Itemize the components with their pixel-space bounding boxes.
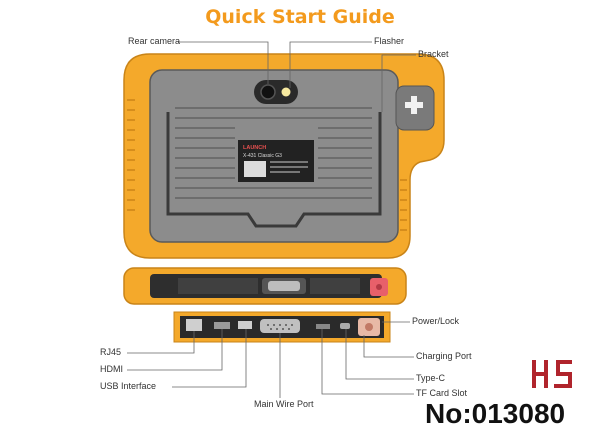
label-usb-interface: USB Interface — [100, 381, 157, 391]
hdmi-port — [214, 322, 230, 329]
main-wire-port-top — [268, 281, 300, 291]
label-type-c: Type-C — [416, 373, 446, 383]
label-brand: LAUNCH — [243, 145, 266, 151]
bracket — [166, 112, 382, 228]
plus-icon — [405, 96, 423, 114]
rear-camera-lens — [260, 84, 276, 100]
watermark-number: No:013080 — [425, 398, 566, 429]
device-top-edge-view — [123, 267, 407, 305]
leader-lines — [127, 41, 416, 398]
label-charging-port: Charging Port — [416, 351, 472, 361]
page-title: Quick Start Guide — [205, 6, 395, 28]
hs-logo — [532, 360, 572, 388]
label-hdmi: HDMI — [100, 364, 123, 374]
device-port-edge-view — [173, 311, 391, 343]
tf-card-slot — [316, 324, 330, 329]
type-c-port — [340, 323, 350, 329]
label-power-lock: Power/Lock — [412, 316, 460, 326]
device-rear-view: LAUNCH X-431 Classic G3 — [123, 53, 445, 259]
label-flasher: Flasher — [374, 36, 405, 46]
label-rj45: RJ45 — [100, 347, 122, 357]
label-rear-camera: Rear camera — [128, 36, 181, 46]
label-main-wire-port: Main Wire Port — [254, 399, 314, 409]
flasher-led — [281, 87, 291, 97]
label-bracket: Bracket — [418, 49, 449, 59]
label-tf-card-slot: TF Card Slot — [416, 388, 468, 398]
usb-port — [238, 321, 252, 329]
label-model: X-431 Classic G3 — [243, 153, 282, 159]
rj45-port — [186, 319, 202, 331]
